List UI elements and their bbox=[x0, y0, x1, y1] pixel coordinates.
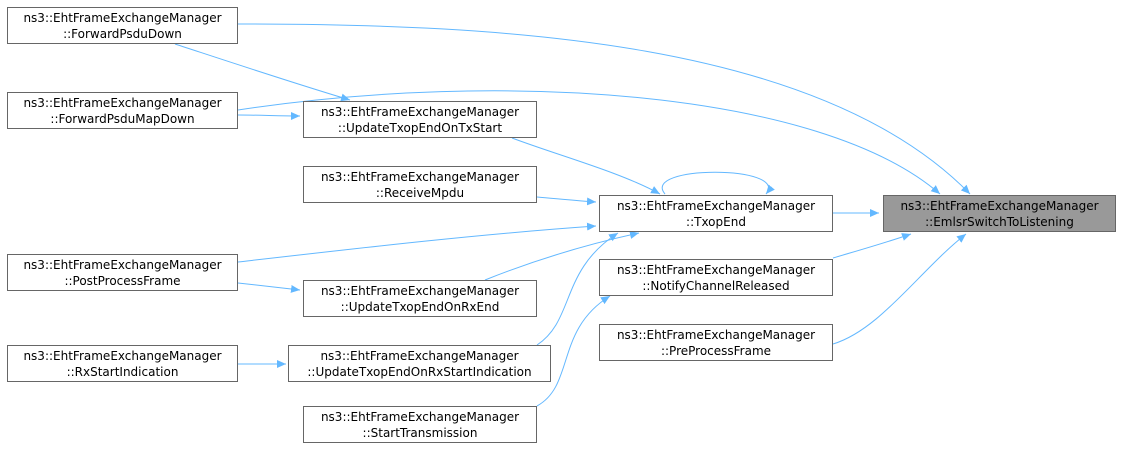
edge-tx-start-to-txop-end bbox=[511, 137, 661, 195]
node-line1: ns3::EhtFrameExchangeManager bbox=[616, 327, 816, 342]
edge-forward-psdu-down-to-focus bbox=[237, 23, 971, 195]
node-notify-channel-released[interactable]: ns3::EhtFrameExchangeManager ::NotifyCha… bbox=[599, 259, 833, 296]
node-update-txop-end-on-tx-start[interactable]: ns3::EhtFrameExchangeManager ::UpdateTxo… bbox=[303, 101, 537, 138]
node-line1: ns3::EhtFrameExchangeManager bbox=[320, 409, 520, 424]
edge-pre-process-to-focus bbox=[832, 233, 967, 345]
edge-receive-mpdu-to-txop-end bbox=[536, 196, 597, 206]
node-line1: ns3::EhtFrameExchangeManager bbox=[320, 283, 520, 298]
node-line1: ns3::EhtFrameExchangeManager bbox=[23, 257, 222, 272]
node-receive-mpdu[interactable]: ns3::EhtFrameExchangeManager ::ReceiveMp… bbox=[303, 166, 537, 203]
edge-post-process-to-txop-end bbox=[237, 222, 597, 263]
edge-forward-psdu-map-down-to-tx-start bbox=[237, 111, 301, 120]
edge-start-transmission-to-notify bbox=[536, 295, 611, 407]
edge-txop-end-self-loop bbox=[661, 171, 775, 195]
node-line2: ::PostProcessFrame bbox=[64, 273, 181, 288]
node-line2: ::ReceiveMpdu bbox=[375, 185, 465, 200]
edge-notify-to-focus bbox=[832, 233, 912, 259]
node-line2: ::StartTransmission bbox=[362, 425, 478, 440]
node-line1: ns3::EhtFrameExchangeManager bbox=[320, 104, 520, 119]
node-line1: ns3::EhtFrameExchangeManager bbox=[900, 198, 1099, 213]
node-line2: ::NotifyChannelReleased bbox=[642, 278, 790, 293]
node-start-transmission[interactable]: ns3::EhtFrameExchangeManager ::StartTran… bbox=[303, 406, 537, 443]
edge-forward-psdu-map-down-to-focus bbox=[237, 90, 941, 195]
node-line1: ns3::EhtFrameExchangeManager bbox=[23, 95, 222, 110]
node-emlsr-switch-to-listening[interactable]: ns3::EhtFrameExchangeManager ::EmlsrSwit… bbox=[883, 195, 1116, 232]
node-line2: ::PreProcessFrame bbox=[660, 343, 772, 358]
node-pre-process-frame[interactable]: ns3::EhtFrameExchangeManager ::PreProces… bbox=[599, 324, 833, 361]
node-line1: ns3::EhtFrameExchangeManager bbox=[616, 198, 816, 213]
node-line2: ::UpdateTxopEndOnRxEnd bbox=[340, 299, 500, 314]
edge-post-process-to-rx-end bbox=[237, 282, 301, 293]
node-line1: ns3::EhtFrameExchangeManager bbox=[23, 348, 222, 363]
node-forward-psdu-map-down[interactable]: ns3::EhtFrameExchangeManager ::ForwardPs… bbox=[7, 92, 238, 129]
node-txop-end[interactable]: ns3::EhtFrameExchangeManager ::TxopEnd bbox=[599, 195, 833, 232]
node-post-process-frame[interactable]: ns3::EhtFrameExchangeManager ::PostProce… bbox=[7, 254, 238, 291]
node-line2: ::ForwardPsduMapDown bbox=[50, 111, 195, 126]
node-line2: ::ForwardPsduDown bbox=[63, 26, 182, 41]
node-update-txop-end-on-rx-start-indication[interactable]: ns3::EhtFrameExchangeManager ::UpdateTxo… bbox=[288, 345, 551, 382]
node-line2: ::RxStartIndication bbox=[66, 364, 179, 379]
node-forward-psdu-down[interactable]: ns3::EhtFrameExchangeManager ::ForwardPs… bbox=[7, 7, 238, 44]
node-update-txop-end-on-rx-end[interactable]: ns3::EhtFrameExchangeManager ::UpdateTxo… bbox=[303, 280, 537, 317]
node-line1: ns3::EhtFrameExchangeManager bbox=[616, 262, 816, 277]
edge-forward-psdu-down-to-tx-start bbox=[174, 43, 351, 102]
node-line2: ::TxopEnd bbox=[686, 214, 746, 229]
node-line2: ::EmlsrSwitchToListening bbox=[925, 214, 1074, 229]
node-line2: ::UpdateTxopEndOnRxStartIndication bbox=[307, 364, 532, 379]
node-line2: ::UpdateTxopEndOnTxStart bbox=[337, 120, 503, 135]
node-line1: ns3::EhtFrameExchangeManager bbox=[320, 348, 519, 363]
node-rx-start-indication[interactable]: ns3::EhtFrameExchangeManager ::RxStartIn… bbox=[7, 345, 238, 382]
node-line1: ns3::EhtFrameExchangeManager bbox=[320, 169, 520, 184]
node-line1: ns3::EhtFrameExchangeManager bbox=[23, 10, 222, 25]
edge-update-rx-start-to-txop-end bbox=[536, 232, 619, 346]
